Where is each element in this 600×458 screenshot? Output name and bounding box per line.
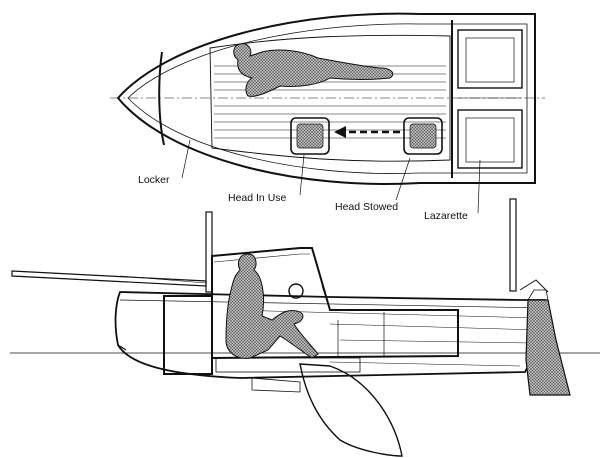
bow-fitting	[117, 344, 127, 351]
bow-mast-stub	[205, 211, 213, 293]
plan-view	[110, 12, 545, 214]
sheer-line	[119, 299, 546, 309]
profile-view	[10, 198, 600, 457]
head-stowed-leader	[395, 157, 411, 201]
head-in-use-label: Head In Use	[228, 192, 287, 204]
locker-label: Locker	[138, 174, 170, 186]
head-stowed-box	[403, 117, 443, 155]
profile-person-figure	[225, 253, 319, 359]
plan-hull-inner	[127, 23, 528, 174]
stern-mast-stub	[509, 198, 517, 292]
locker-leader	[181, 139, 191, 179]
head-in-use-box	[290, 117, 330, 155]
plan-person-figure	[233, 43, 394, 97]
centerboard	[299, 363, 403, 457]
lazarette-label: Lazarette	[424, 210, 468, 222]
cabin-sole	[215, 357, 361, 373]
lazarette-hatch-bottom	[457, 109, 523, 169]
head-in-use-leader	[299, 154, 305, 196]
stern-rudder	[525, 299, 571, 396]
locker-bulkhead	[158, 51, 165, 146]
head-stowed-label: Head Stowed	[335, 201, 398, 213]
plan-hull-outline	[116, 12, 536, 185]
port-light	[288, 283, 304, 299]
lazarette-leader	[477, 159, 481, 214]
profile-locker	[163, 295, 213, 375]
boom-spar	[11, 270, 207, 287]
cabin-floor-outline	[209, 34, 451, 162]
lazarette-hatch-top	[457, 29, 523, 89]
